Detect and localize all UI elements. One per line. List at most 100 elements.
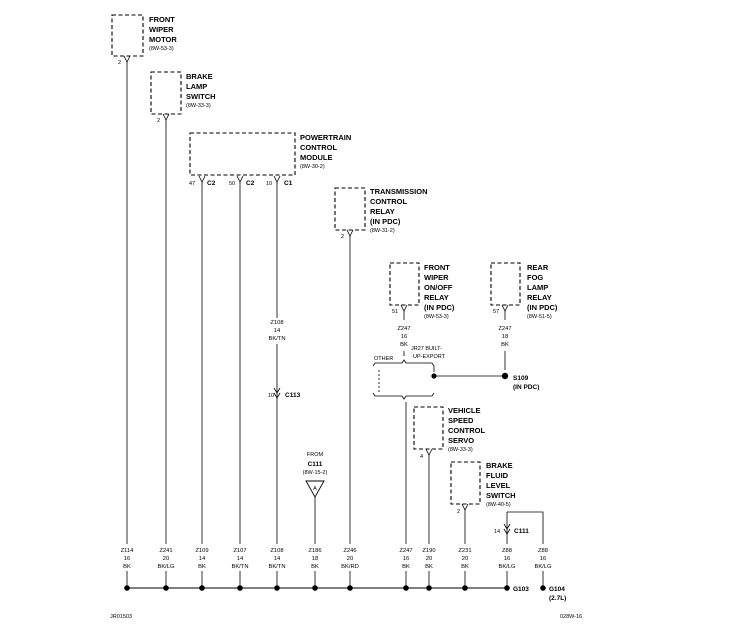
svg-text:OTHER: OTHER	[374, 356, 393, 362]
wire-label-circuit: Z231	[458, 548, 471, 554]
svg-text:FOG: FOG	[527, 273, 543, 282]
svg-text:CONTROL: CONTROL	[448, 426, 485, 435]
s109-name: S109	[513, 375, 529, 382]
rfl-relay-label-5: (IN PDC)	[527, 303, 558, 312]
svg-text:(8W-31-2): (8W-31-2)	[370, 228, 395, 234]
vscs-label-3: CONTROL	[448, 426, 485, 435]
svg-text:10: 10	[268, 393, 274, 399]
vscs-box	[413, 406, 444, 450]
vscs-label-4: SERVO	[448, 436, 474, 445]
svg-text:16: 16	[124, 556, 130, 562]
svg-text:16: 16	[403, 556, 409, 562]
c113-pin: 10	[268, 393, 274, 399]
svg-text:Z231: Z231	[458, 548, 471, 554]
bus-dot	[312, 585, 318, 591]
wire-label-gauge: 14	[199, 556, 206, 562]
svg-text:50: 50	[229, 181, 235, 187]
wire-label-gauge: 16	[403, 556, 409, 562]
wires	[126, 62, 544, 544]
wire-label-gauge: 18	[312, 556, 318, 562]
svg-text:SERVO: SERVO	[448, 436, 474, 445]
bfls-label-2: FLUID	[486, 471, 509, 480]
svg-text:14: 14	[494, 529, 500, 535]
bottom-label-z247: Z247 16 BK	[399, 548, 412, 570]
pcm-label-2: CONTROL	[300, 143, 337, 152]
rfl-relay-label-3: LAMP	[527, 283, 548, 292]
bottom-label-z108: Z108 14 BK/TN	[268, 548, 285, 570]
bottom-label-z246: Z246 20 BK/RD	[341, 548, 359, 570]
svg-text:C2: C2	[246, 180, 255, 187]
wire-label-gauge: 20	[426, 556, 432, 562]
pcm-conn-c1: C1	[284, 180, 293, 187]
powertrain-control-module: POWERTRAIN CONTROL MODULE (8W-30-2) 47 C…	[189, 132, 351, 187]
svg-text:20: 20	[462, 556, 468, 562]
svg-text:14: 14	[199, 556, 206, 562]
z247a-gauge: 16	[401, 334, 407, 340]
bfls-pin: 2	[457, 509, 460, 515]
brake-lamp-switch-box	[150, 71, 182, 115]
svg-text:Z246: Z246	[343, 548, 356, 554]
mid-labels: Z108 14 BK/TN Z247 16 BK Z247 18 BK	[268, 320, 511, 348]
svg-text:BK/TN: BK/TN	[268, 564, 285, 570]
svg-text:(8W-53-3): (8W-53-3)	[149, 46, 174, 52]
svg-text:SPEED: SPEED	[448, 416, 474, 425]
svg-text:Z88: Z88	[502, 548, 512, 554]
svg-text:14: 14	[274, 556, 281, 562]
svg-text:MOTOR: MOTOR	[149, 35, 177, 44]
svg-text:20: 20	[163, 556, 169, 562]
svg-text:Z108: Z108	[270, 548, 283, 554]
pcm-label-1: POWERTRAIN	[300, 133, 351, 142]
ground-bus: G103 G104 (2.7L)	[124, 585, 566, 602]
pcm-conn-c2b: C2	[246, 180, 255, 187]
bottom-wire-labels: Z114 16 BK Z241 20 BK/LG Z109 14 BK Z107…	[121, 548, 552, 570]
brake-lamp-switch-label-3: SWITCH	[186, 92, 216, 101]
svg-text:BK: BK	[461, 564, 469, 570]
svg-text:4: 4	[420, 454, 423, 460]
brake-lamp-switch-ref: (8W-33-3)	[186, 103, 211, 109]
fw-relay-ref: (8W-53-3)	[424, 314, 449, 320]
bus-dot	[274, 585, 280, 591]
transmission-control-relay: TRANSMISSION CONTROL RELAY (IN PDC) (8W-…	[334, 187, 428, 240]
svg-text:(8W-33-3): (8W-33-3)	[448, 447, 473, 453]
svg-text:16: 16	[540, 556, 546, 562]
svg-text:JR01503: JR01503	[110, 614, 132, 620]
wire-label-color: BK	[461, 564, 469, 570]
fw-relay-label-3: ON/OFF	[424, 283, 453, 292]
fw-relay-box	[389, 262, 420, 306]
svg-text:18: 18	[312, 556, 318, 562]
svg-text:ON/OFF: ON/OFF	[424, 283, 453, 292]
vscs-terminal	[425, 448, 433, 456]
brake-lamp-switch-label-1: BRAKE	[186, 72, 213, 81]
rfl-relay-label-4: RELAY	[527, 293, 552, 302]
jr27-other-label: OTHER	[374, 356, 393, 362]
svg-text:REAR: REAR	[527, 263, 549, 272]
fw-relay-terminal	[400, 304, 408, 312]
bus-dot	[163, 585, 169, 591]
bus-dot	[426, 585, 432, 591]
bfls-terminal	[461, 503, 469, 511]
wire-label-gauge: 20	[163, 556, 169, 562]
svg-text:BK/RD: BK/RD	[341, 564, 359, 570]
wire-label-color: BK	[402, 564, 410, 570]
g103-label: G103	[513, 586, 529, 593]
rfl-relay-pin: 57	[493, 309, 499, 315]
svg-text:(IN PDC): (IN PDC)	[513, 384, 539, 391]
svg-text:Z114: Z114	[121, 548, 135, 554]
bfls-label-4: SWITCH	[486, 491, 516, 500]
svg-text:C111: C111	[514, 528, 529, 535]
wire-label-color: BK	[123, 564, 131, 570]
rfl-relay-label-2: FOG	[527, 273, 543, 282]
wire-label-circuit: Z107	[233, 548, 246, 554]
wire-label-circuit: Z190	[422, 548, 435, 554]
svg-text:BK/LG: BK/LG	[498, 564, 516, 570]
svg-text:BK/TN: BK/TN	[231, 564, 248, 570]
svg-text:LAMP: LAMP	[527, 283, 548, 292]
g103-dot	[504, 585, 510, 591]
front-wiper-motor-terminal	[123, 55, 131, 63]
svg-text:C111: C111	[308, 461, 323, 468]
wire-label-color: BK	[198, 564, 206, 570]
svg-text:Z247: Z247	[397, 326, 410, 332]
svg-text:VEHICLE: VEHICLE	[448, 406, 481, 415]
pcm-terminal-50	[236, 175, 244, 183]
jr27-option-group: OTHER JR27 BUILT- UP-EXPORT	[372, 346, 446, 400]
